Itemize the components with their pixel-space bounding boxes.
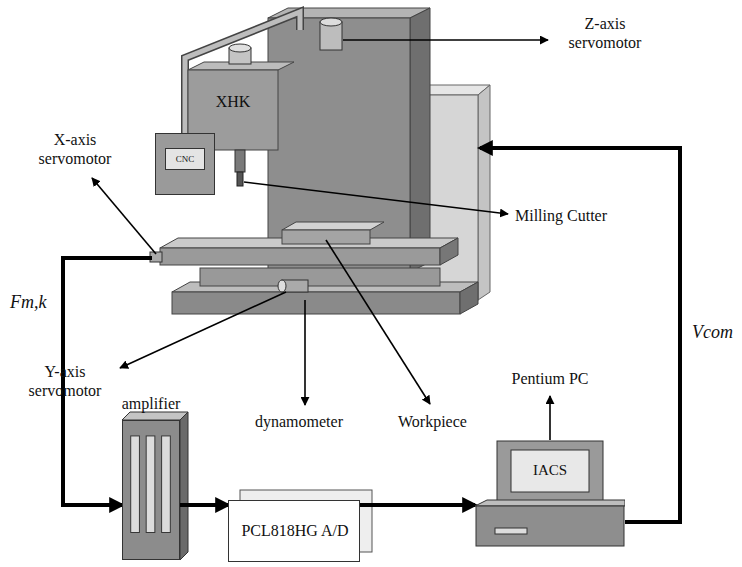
amplifier-box: amplifier [122,420,180,560]
part-label: Z-axis servomotor [555,14,655,52]
node-text: amplifier [122,395,181,413]
z-motor-top [320,18,342,26]
node-text: Pentium PC [512,370,589,388]
cnc-box: CNC [155,133,215,195]
leader-line [549,396,551,440]
node-text: XHK [188,93,278,111]
saddle [200,268,440,286]
base-side [460,282,478,314]
head-motor-top [229,44,251,52]
part-label: X-axis servomotor [30,130,120,168]
amplifier-top [122,412,188,420]
panel-side [478,85,490,300]
node-text: PCL818HG A/D [239,522,351,540]
signal-connector [480,148,680,522]
part-label: dynamometer [255,412,343,431]
signal-connector [360,503,475,507]
milling-machine: XHK [152,15,480,305]
spindle [235,150,245,172]
leader-line [304,300,306,405]
signal-label: Vcom [690,322,735,343]
milling-cutter [237,172,243,186]
node-drawing [123,421,179,559]
workpiece-top [282,222,384,230]
part-label: Milling Cutter [515,206,607,225]
node-text: IACS [511,450,589,492]
leader-line [120,292,286,368]
pc-box: Pentium PCIACS [475,440,625,552]
column-front [268,18,410,272]
leader-line [343,39,548,41]
signal-label: Fm,k [8,292,48,313]
column-side [410,8,430,272]
amplifier-side [180,412,188,560]
ad-card-box: PCL818HG A/D [228,500,360,562]
leader-line [92,178,156,254]
node-drawing [475,440,625,552]
table-side [440,238,458,265]
leader-line [326,240,430,404]
workpiece [282,230,370,244]
part-label: Y-axis servomotor [10,362,120,400]
node-text: CNC [165,148,205,170]
y-motor-end [278,280,286,292]
part-label: Workpiece [398,412,467,431]
base [172,292,460,314]
signal-connector [180,503,228,507]
table [160,248,440,265]
leader-line [244,182,508,214]
